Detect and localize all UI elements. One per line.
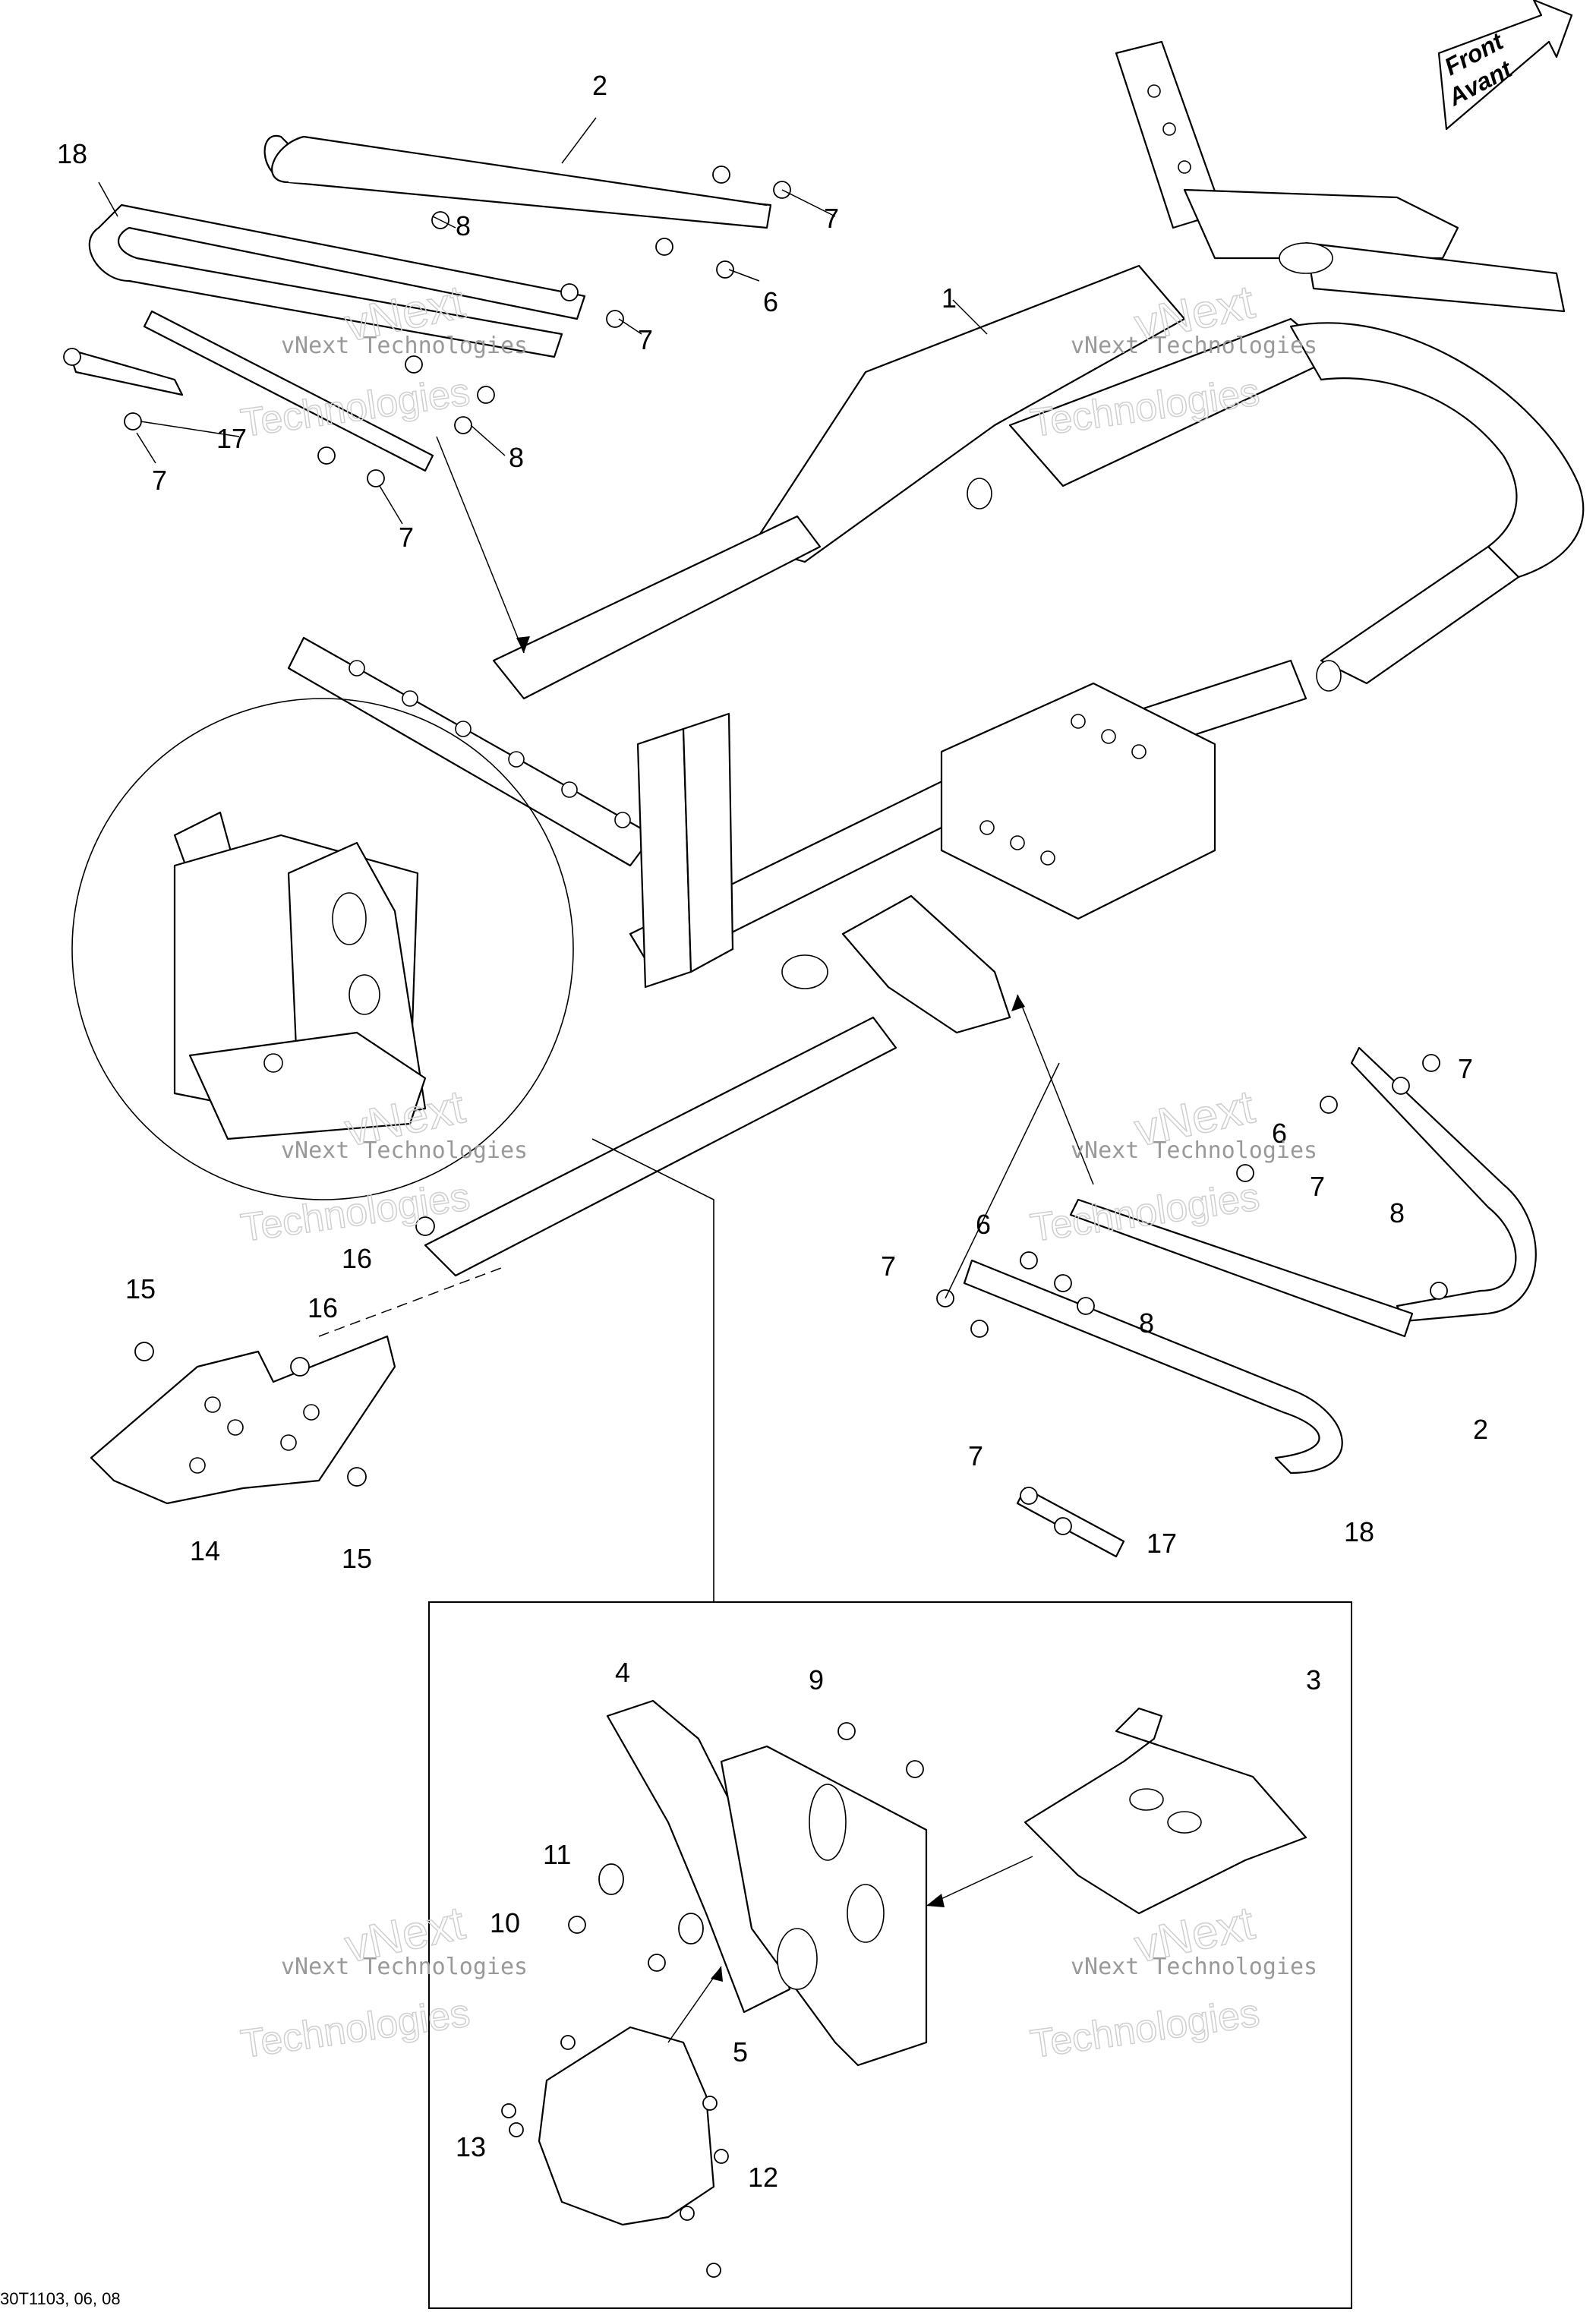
main-frame <box>287 40 1585 1277</box>
watermark-text: vNext Technologies <box>281 1137 528 1164</box>
watermark-text: vNext Technologies <box>281 1954 528 1980</box>
callout-7-h: 7 <box>968 1440 983 1471</box>
watermarks: vNext Technologies vNext Technologies vN… <box>238 276 1317 2068</box>
callout-8-b: 8 <box>509 442 524 473</box>
callout-10: 10 <box>490 1907 520 1938</box>
document-code: 30T1103, 06, 08 <box>0 2289 121 2308</box>
callout-7-e: 7 <box>1458 1053 1473 1084</box>
watermark-text: vNext Technologies <box>281 333 528 359</box>
watermark-text: vNext Technologies <box>1071 333 1317 359</box>
callout-13: 13 <box>456 2131 486 2162</box>
callout-7-f: 7 <box>1310 1171 1325 1202</box>
callout-4: 4 <box>615 1657 630 1688</box>
callout-7-d: 7 <box>399 522 414 553</box>
callout-6-top: 6 <box>763 286 778 317</box>
callout-12: 12 <box>748 2162 778 2193</box>
callout-1: 1 <box>942 282 957 314</box>
callout-7-a: 7 <box>824 203 839 234</box>
detail-box <box>428 1138 1352 2309</box>
watermark-text: vNext Technologies <box>1071 1954 1317 1980</box>
callout-2-right: 2 <box>1473 1414 1488 1445</box>
detail-circle <box>71 698 574 1200</box>
callout-7-b: 7 <box>638 324 653 355</box>
callout-16-a: 16 <box>342 1243 372 1274</box>
watermark-big-company: Technologies <box>1028 1991 1263 2067</box>
callout-17-b: 17 <box>1147 1528 1177 1559</box>
callout-3: 3 <box>1306 1664 1321 1695</box>
callout-9: 9 <box>809 1664 824 1695</box>
callout-labels: 1 2 2 3 4 5 6 6 6 7 7 7 7 7 7 7 7 8 8 8 … <box>57 70 1488 2193</box>
front-direction-arrow: Front Avant <box>1437 0 1573 131</box>
footrest-bracket <box>90 1216 502 1505</box>
callout-15-a: 15 <box>125 1273 156 1304</box>
callout-18-a: 18 <box>57 138 87 169</box>
rear-rack-right <box>936 994 1537 1558</box>
rear-rack-left <box>63 134 791 654</box>
callout-16-b: 16 <box>308 1292 338 1323</box>
watermark-text: vNext Technologies <box>1071 1137 1317 1164</box>
callout-6-mid: 6 <box>976 1209 991 1240</box>
callout-18-b: 18 <box>1344 1516 1374 1547</box>
leader-lines <box>98 117 1060 1299</box>
callout-11: 11 <box>543 1839 571 1870</box>
callout-8-a: 8 <box>456 210 471 241</box>
callout-7-c: 7 <box>152 465 167 496</box>
callout-6-right: 6 <box>1272 1118 1287 1149</box>
callout-8-d: 8 <box>1139 1307 1154 1339</box>
callout-14: 14 <box>190 1535 220 1566</box>
callout-15-b: 15 <box>342 1543 372 1574</box>
callout-7-g: 7 <box>881 1251 896 1282</box>
callout-5: 5 <box>733 2036 748 2068</box>
watermark-big-company: Technologies <box>238 1991 473 2067</box>
callout-17-a: 17 <box>216 423 247 454</box>
callout-8-c: 8 <box>1389 1197 1405 1229</box>
callout-2-top: 2 <box>592 70 607 101</box>
